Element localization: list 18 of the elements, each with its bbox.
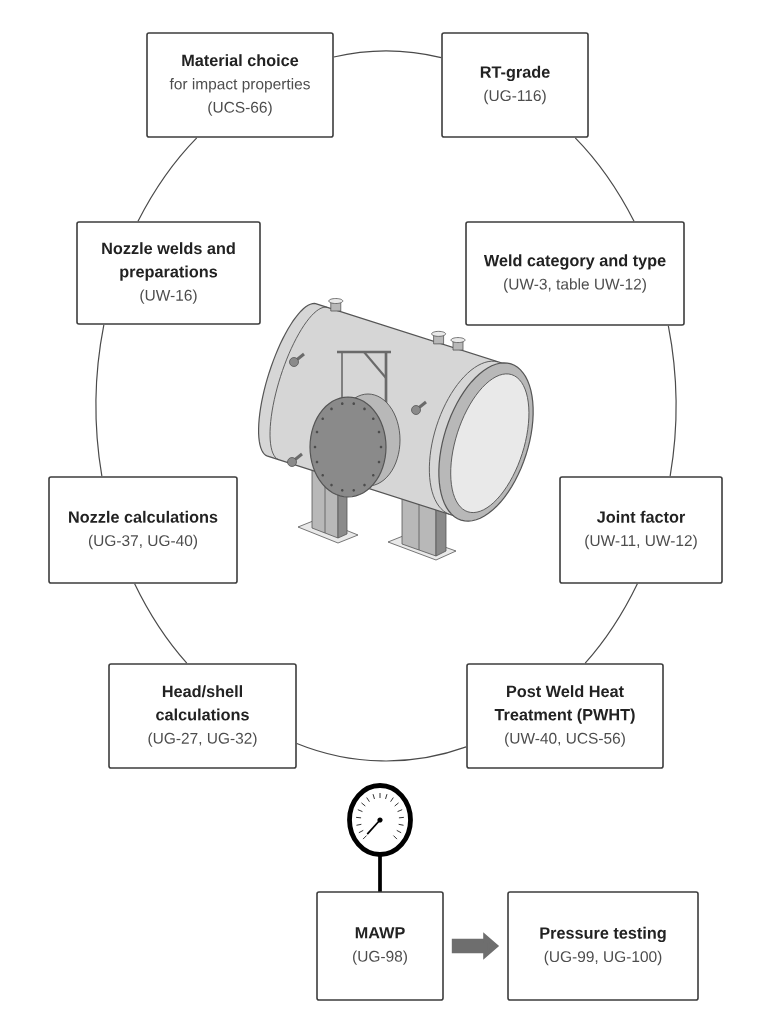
step-box: Pressure testing (UG-99, UG-100)	[507, 891, 699, 1001]
step-box: Post Weld Heat Treatment (PWHT) (UW-40, UCS-56)	[466, 663, 664, 769]
step-box: Joint factor (UW-11, UW-12)	[559, 476, 723, 584]
connector-line	[95, 324, 105, 477]
step-box: MAWP (UG-98)	[316, 891, 444, 1001]
connector-line	[333, 50, 442, 59]
step-box: Material choice for impact properties (UCS-66)	[146, 32, 334, 138]
step-box: RT-grade (UG-116)	[441, 32, 589, 138]
step-box: Weld category and type (UW-3, table UW-12)	[465, 221, 685, 326]
step-box: Nozzle welds and preparations (UW-16)	[76, 221, 261, 325]
connector-line	[667, 325, 677, 477]
connector-line	[584, 583, 638, 664]
connector-line	[134, 583, 188, 664]
connector-line	[574, 137, 635, 222]
step-box: Head/shell calculations (UG-27, UG-32)	[108, 663, 297, 769]
connector-line	[296, 742, 467, 762]
connector-line	[137, 137, 198, 222]
step-box: Nozzle calculations (UG-37, UG-40)	[48, 476, 238, 584]
